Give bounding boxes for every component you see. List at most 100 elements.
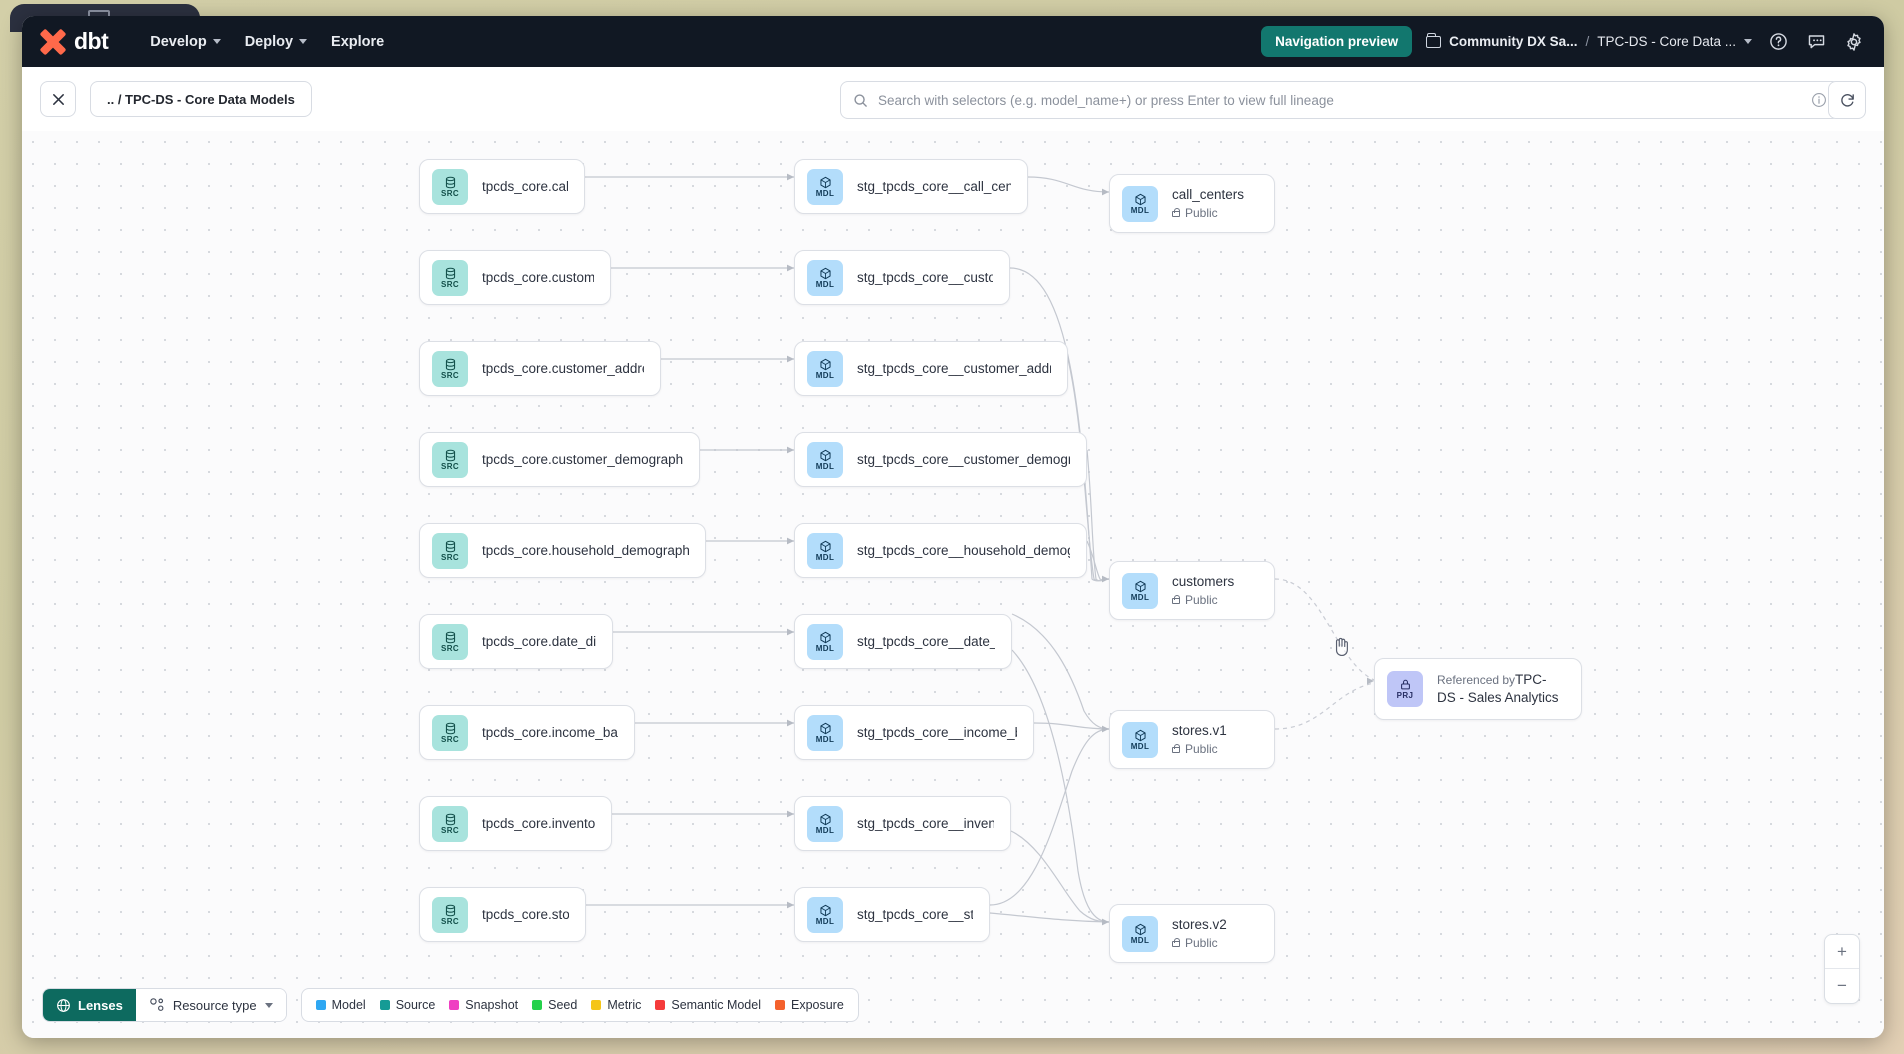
zoom-out-button[interactable]: −	[1825, 969, 1859, 1003]
node-label: stg_tpcds_core__inventory	[857, 816, 994, 831]
feedback-icon[interactable]	[1804, 30, 1828, 54]
legend-item-exposure[interactable]: Exposure	[774, 998, 844, 1012]
lineage-node-src-inventory[interactable]: SRC tpcds_core.inventory	[419, 796, 612, 851]
lineage-node-stg-income-band[interactable]: MDL stg_tpcds_core__income_band	[794, 705, 1034, 760]
node-label: tpcds_core.income_band	[482, 725, 618, 740]
src-badge-label: SRC	[440, 461, 460, 471]
lineage-node-stg-store[interactable]: MDL stg_tpcds_core__store	[794, 887, 990, 942]
breadcrumb-account[interactable]: Community DX Sa...	[1449, 34, 1578, 49]
canvas-breadcrumb-button[interactable]: .. / TPC-DS - Core Data Models	[90, 81, 312, 117]
close-button[interactable]	[40, 81, 76, 117]
mdl-badge-label: MDL	[815, 643, 835, 653]
breadcrumb: Community DX Sa... / TPC-DS - Core Data …	[1426, 32, 1752, 49]
zoom-controls: + −	[1824, 934, 1860, 1004]
lenses-button[interactable]: Lenses	[43, 989, 136, 1021]
node-label: tpcds_core.inventory	[482, 816, 595, 831]
resource-type-button[interactable]: Resource type	[135, 989, 286, 1021]
legend-swatch	[379, 1000, 390, 1010]
node-label: stg_tpcds_core__customer_address	[857, 361, 1051, 376]
nav-item-deploy[interactable]: Deploy	[233, 28, 319, 56]
gear-icon[interactable]	[1842, 30, 1866, 54]
refresh-button[interactable]	[1828, 81, 1866, 119]
node-label: tpcds_core.date_dim	[482, 634, 596, 649]
legend-item-metric[interactable]: Metric	[591, 998, 641, 1012]
zoom-in-button[interactable]: +	[1825, 935, 1859, 969]
lineage-node-stg-inventory[interactable]: MDL stg_tpcds_core__inventory	[794, 796, 1011, 851]
src-badge-icon: SRC	[432, 896, 468, 933]
search-box[interactable]	[840, 81, 1840, 119]
mdl-badge-label: MDL	[815, 916, 835, 926]
search-input[interactable]	[878, 92, 1801, 108]
lineage-node-src-income-band[interactable]: SRC tpcds_core.income_band	[419, 705, 635, 760]
chevron-down-icon[interactable]	[1744, 39, 1752, 44]
src-badge-icon: SRC	[432, 714, 468, 751]
node-label: stg_tpcds_core__customer_demogra…	[857, 452, 1070, 467]
node-label: tpcds_core.call_center	[482, 179, 568, 194]
node-access: Public	[1172, 742, 1227, 757]
mdl-badge-icon: MDL	[807, 714, 843, 751]
src-badge-label: SRC	[440, 643, 460, 653]
src-badge-icon: SRC	[432, 805, 468, 842]
legend-item-seed[interactable]: Seed	[532, 998, 577, 1012]
top-navigation-bar: dbt Develop Deploy Explore Navigation pr…	[22, 16, 1884, 67]
mdl-badge-icon: MDL	[807, 259, 843, 296]
lineage-canvas[interactable]: SRCtpcds_core.call_centerSRCtpcds_core.c…	[22, 131, 1884, 1038]
lens-icon	[57, 998, 70, 1012]
src-badge-icon: SRC	[432, 168, 468, 205]
mdl-badge-icon: MDL	[1122, 572, 1158, 609]
nav-item-develop[interactable]: Develop	[138, 28, 232, 56]
legend-item-model[interactable]: Model	[315, 998, 366, 1012]
node-access: Public	[1172, 936, 1227, 951]
resource-type-legend: Model Source Snapshot Seed Metric Semantic Mo…	[300, 988, 859, 1022]
node-label: stg_tpcds_core__income_band	[857, 725, 1017, 740]
lineage-node-src-date-dim[interactable]: SRC tpcds_core.date_dim	[419, 614, 613, 669]
node-access: Public	[1172, 206, 1244, 221]
help-icon[interactable]	[1766, 30, 1790, 54]
legend-item-snapshot[interactable]: Snapshot	[449, 998, 518, 1012]
node-label: stg_tpcds_core__store	[857, 907, 973, 922]
refresh-icon	[1840, 93, 1854, 107]
mdl-badge-icon: MDL	[807, 168, 843, 205]
legend-item-semantic-model[interactable]: Semantic Model	[655, 998, 761, 1012]
close-icon	[52, 93, 64, 105]
lenses-group: Lenses Resource type	[42, 988, 287, 1022]
legend-label: Metric	[607, 998, 642, 1012]
info-icon[interactable]	[1811, 92, 1827, 108]
node-label: tpcds_core.customer	[482, 270, 594, 285]
legend-swatch	[315, 1000, 326, 1010]
src-badge-icon: SRC	[432, 441, 468, 478]
top-navigation-right: Navigation preview Community DX Sa... / …	[1261, 26, 1866, 57]
node-text: Referenced byTPC-DS - Sales Analytics	[1437, 671, 1565, 707]
search-icon	[854, 93, 867, 107]
dbt-logo[interactable]: dbt	[40, 28, 109, 55]
folder-icon	[1426, 32, 1442, 48]
breadcrumb-project[interactable]: TPC-DS - Core Data ...	[1597, 34, 1736, 49]
legend-item-source[interactable]: Source	[379, 998, 436, 1012]
lineage-node-src-call-center[interactable]: SRC tpcds_core.call_center	[419, 159, 585, 214]
legend-label: Source	[395, 998, 436, 1012]
navigation-preview-button[interactable]: Navigation preview	[1261, 26, 1413, 57]
mdl-badge-icon: MDL	[1122, 721, 1158, 758]
lineage-edges	[585, 173, 1375, 926]
mdl-badge-icon: MDL	[1122, 185, 1158, 222]
nav-item-explore[interactable]: Explore	[319, 28, 396, 56]
dbt-logo-icon	[40, 29, 66, 55]
mdl-badge-label: MDL	[815, 825, 835, 835]
node-label: stg_tpcds_core__household_demogr…	[857, 543, 1070, 558]
